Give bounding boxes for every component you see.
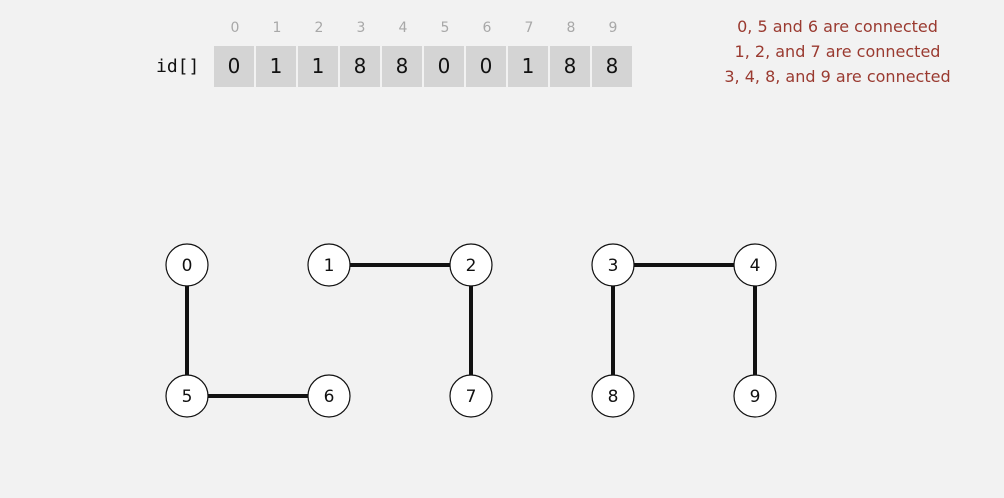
node-label-7: 7 — [466, 387, 477, 407]
index-label-6: 6 — [482, 20, 492, 36]
node-9: 9 — [733, 374, 777, 418]
id-cell-1: 1 — [256, 46, 297, 87]
node-label-2: 2 — [466, 256, 477, 276]
note-component-1: 1, 2, and 7 are connected — [734, 42, 941, 61]
index-label-1: 1 — [272, 20, 282, 36]
index-label-7: 7 — [524, 20, 534, 36]
index-label-8: 8 — [566, 20, 576, 36]
node-2: 2 — [449, 243, 493, 287]
id-cell-7: 1 — [508, 46, 549, 87]
index-label-0: 0 — [230, 20, 240, 36]
node-label-0: 0 — [182, 256, 193, 276]
note-component-2: 3, 4, 8, and 9 are connected — [724, 67, 951, 86]
index-label-3: 3 — [356, 20, 366, 36]
node-4: 4 — [733, 243, 777, 287]
node-label-1: 1 — [324, 256, 335, 276]
node-8: 8 — [591, 374, 635, 418]
note-component-0: 0, 5 and 6 are connected — [737, 17, 938, 36]
node-3: 3 — [591, 243, 635, 287]
node-7: 7 — [449, 374, 493, 418]
id-cell-9: 8 — [592, 46, 633, 87]
index-label-5: 5 — [440, 20, 450, 36]
node-label-8: 8 — [608, 387, 619, 407]
node-5: 5 — [165, 374, 209, 418]
id-cell-2: 1 — [298, 46, 339, 87]
index-label-4: 4 — [398, 20, 408, 36]
node-label-3: 3 — [608, 256, 619, 276]
node-label-6: 6 — [324, 387, 335, 407]
node-1: 1 — [307, 243, 351, 287]
id-cell-4: 8 — [382, 46, 423, 87]
index-row: 0 1 2 3 4 5 6 7 8 9 — [214, 20, 636, 40]
id-array-label: id[] — [156, 56, 200, 77]
id-cell-5: 0 — [424, 46, 465, 87]
node-0: 0 — [165, 243, 209, 287]
node-label-9: 9 — [750, 387, 761, 407]
id-cell-8: 8 — [550, 46, 591, 87]
node-label-4: 4 — [750, 256, 761, 276]
connection-notes: 0, 5 and 6 are connected 1, 2, and 7 are… — [700, 14, 975, 89]
node-6: 6 — [307, 374, 351, 418]
index-label-9: 9 — [608, 20, 618, 36]
id-cell-0: 0 — [214, 46, 255, 87]
id-cell-6: 0 — [466, 46, 507, 87]
node-label-5: 5 — [182, 387, 193, 407]
index-label-2: 2 — [314, 20, 324, 36]
id-cell-3: 8 — [340, 46, 381, 87]
